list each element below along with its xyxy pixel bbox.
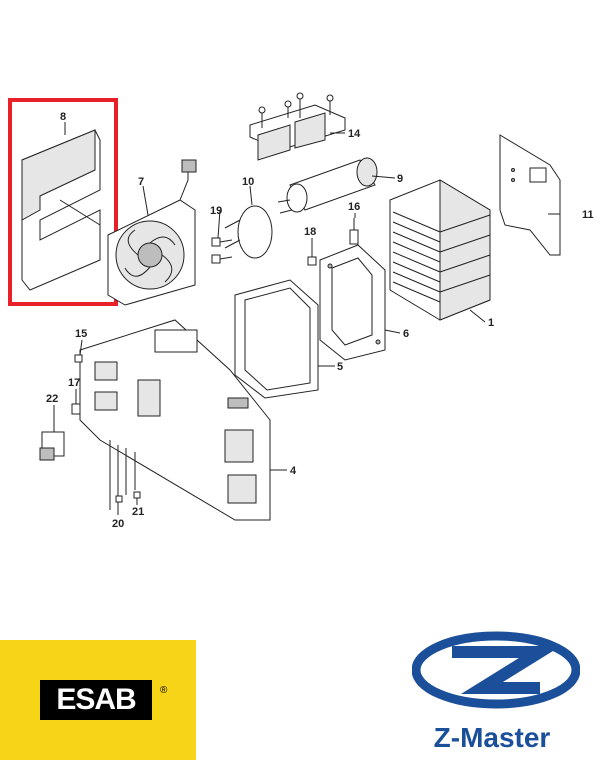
callout-6: 6 [403,328,409,340]
part-1-heatsink [389,179,491,321]
callout-21: 21 [132,506,144,518]
part-19-screws [211,237,233,264]
part-5-insulator [234,279,319,399]
callout-15: 15 [75,328,87,340]
part-16-fitting [349,218,359,245]
callout-1: 1 [488,317,494,329]
zmaster-logo-text: Z-Master [433,722,551,753]
part-17-screw [71,403,81,415]
part-8-bracket [21,129,101,291]
esab-logo-text: ESAB [56,683,136,716]
esab-logo-box [40,680,152,720]
part-21-screw [133,491,141,499]
highlight-frame-part-8 [8,98,118,306]
callout-22: 22 [46,393,58,405]
callout-8: 8 [60,111,66,123]
part-10-disc [224,205,273,259]
leader-lines [53,122,560,515]
part-6-gasket [319,244,386,361]
callout-19: 19 [210,205,222,217]
exploded-parts-diagram: 1 4 5 6 7 8 9 10 11 14 15 16 17 18 19 20… [8,92,594,530]
callout-10: 10 [242,176,254,188]
part-20-screw [115,495,123,503]
part-11-side-panel [499,134,561,256]
callout-18: 18 [304,226,316,238]
callout-4: 4 [290,465,297,477]
callout-5: 5 [337,361,343,373]
zmaster-logo-icon [412,631,580,709]
part-18-screw [307,256,317,266]
part-9-capacitor [277,157,378,214]
callout-16: 16 [348,201,360,213]
part-4-control-board [79,319,271,521]
callout-9: 9 [397,173,403,185]
callout-7: 7 [138,176,144,188]
part-22-terminal [39,431,65,461]
callout-14: 14 [348,128,361,140]
part-14-pcb [249,92,346,161]
part-15-screw [74,354,83,363]
callout-20: 20 [112,518,124,530]
esab-registered-mark: ® [160,685,168,696]
callout-11: 11 [582,209,594,221]
part-7-fan [107,159,197,306]
callout-17: 17 [68,377,80,389]
